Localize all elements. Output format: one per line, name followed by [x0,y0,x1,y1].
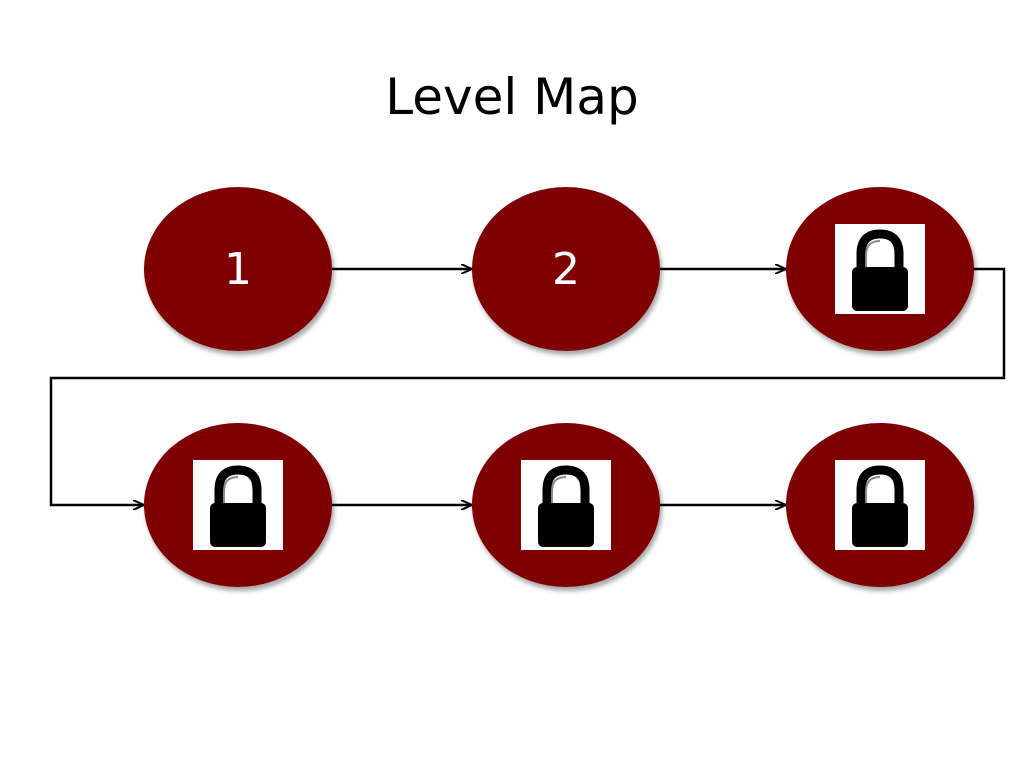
padlock-icon [193,460,283,550]
level-node-1[interactable]: 1 [144,187,332,351]
level-node-6[interactable] [786,423,974,587]
padlock-icon [521,460,611,550]
level-node-3[interactable] [786,187,974,351]
padlock-icon [835,224,925,314]
padlock-icon [835,460,925,550]
path-arrow-3-4 [49,267,1006,505]
level-number: 2 [552,243,580,295]
level-node-5[interactable] [472,423,660,587]
level-number: 1 [224,243,252,295]
level-node-4[interactable] [144,423,332,587]
level-node-2[interactable]: 2 [472,187,660,351]
page-title: Level Map [385,68,639,126]
